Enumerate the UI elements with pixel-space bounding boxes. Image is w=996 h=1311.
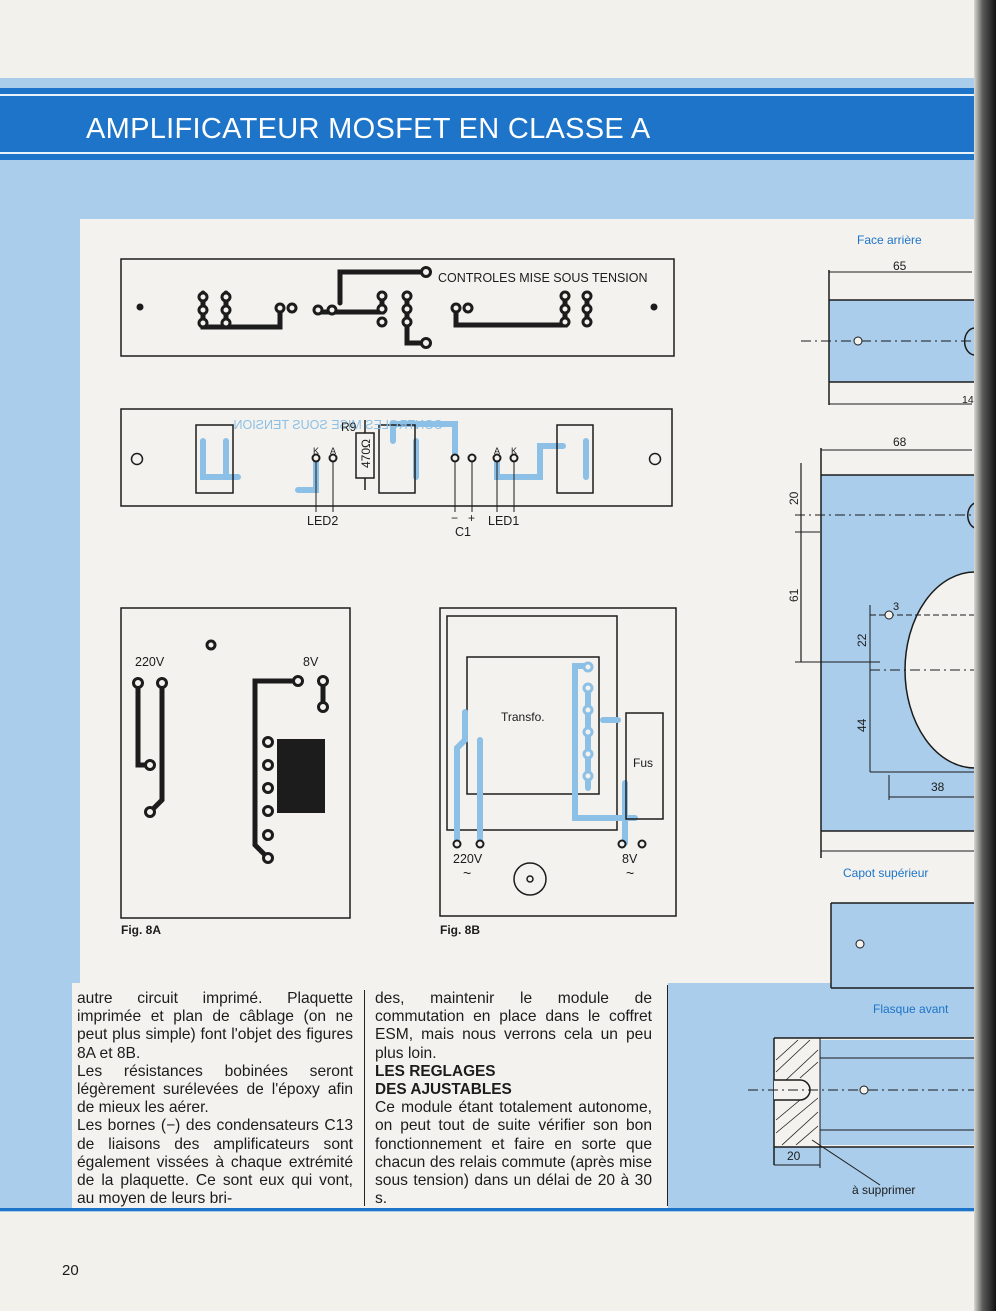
- r9-label: R9: [341, 420, 357, 434]
- page-title: AMPLIFICATEUR MOSFET EN CLASSE A: [86, 113, 651, 145]
- led1-k-label: K: [511, 446, 517, 456]
- paragraph: Ce module étant totalement autonome, on …: [375, 1099, 652, 1208]
- mirrored-board-label: CONTROLES MISE SOUS TENSION: [233, 418, 443, 432]
- fig-8a-top-board: [120, 258, 675, 357]
- fig-8b-caption: Fig. 8B: [440, 923, 480, 937]
- wiring-220v-label: 220V: [453, 852, 483, 866]
- dim-65: 65: [893, 259, 907, 273]
- led2-k-label: K: [313, 446, 319, 456]
- resistor-value-label: 470Ω: [359, 439, 373, 468]
- dim-38: 38: [931, 780, 945, 794]
- c1-minus-label: −: [451, 511, 458, 525]
- fig-8b-wiring: [439, 607, 677, 917]
- dim-61: 61: [787, 588, 801, 602]
- wiring-220v-ac: ~: [463, 865, 471, 881]
- column-divider: [364, 990, 365, 1206]
- paragraph: Les bornes (−) des condensateurs C13 de …: [77, 1117, 353, 1208]
- face-arriere-title: Face arrière: [857, 233, 922, 247]
- transfo-label: Transfo.: [501, 710, 545, 724]
- title-bar: [0, 88, 974, 160]
- capot-superieur-title: Capot supérieur: [843, 866, 928, 880]
- text-panel: [72, 983, 668, 1209]
- page-number: 20: [62, 1262, 79, 1279]
- article-column-left: autre circuit imprimé. Plaquette imprimé…: [77, 990, 353, 1208]
- fig-8a-bottom-board: [120, 408, 673, 512]
- dim-22: 22: [855, 633, 869, 647]
- led1-label: LED1: [488, 514, 519, 528]
- wiring-8v-ac: ~: [626, 865, 634, 881]
- section-heading: DES AJUSTABLES: [375, 1081, 512, 1099]
- dim-20b: 20: [787, 1149, 801, 1163]
- power-8v-label: 8V: [303, 655, 319, 669]
- paragraph: des, maintenir le module de commutation …: [375, 990, 652, 1062]
- fig-8a-power-board: [120, 607, 351, 919]
- c1-label: C1: [455, 525, 471, 539]
- section-heading: LES REGLAGES: [375, 1062, 496, 1080]
- led2-label: LED2: [307, 514, 338, 528]
- paragraph: Les résistances bobinées seront légèreme…: [77, 1062, 353, 1117]
- c1-plus-label: +: [468, 511, 475, 525]
- dim-68: 68: [893, 435, 907, 449]
- bottom-rule: [0, 1208, 996, 1211]
- side-drawings: [748, 270, 976, 1186]
- page-binding-shadow: [974, 0, 996, 1311]
- power-220v-label: 220V: [135, 655, 165, 669]
- flasque-avant-title: Flasque avant: [873, 1002, 949, 1016]
- fuse-label: Fus: [633, 756, 653, 770]
- top-board-label: CONTROLES MISE SOUS TENSION: [438, 271, 648, 285]
- led1-a-label: A: [494, 446, 500, 456]
- dim-3: 3: [893, 601, 899, 613]
- dim-14: 14: [962, 394, 974, 406]
- a-supprimer-label: à supprimer: [852, 1183, 915, 1197]
- fig-8a-caption: Fig. 8A: [121, 923, 161, 937]
- article-column-right: des, maintenir le module de commutation …: [375, 990, 652, 1208]
- column-border: [667, 985, 668, 1206]
- dim-20: 20: [787, 491, 801, 505]
- dim-44: 44: [855, 718, 869, 732]
- paragraph: autre circuit imprimé. Plaquette imprimé…: [77, 990, 353, 1062]
- led2-a-label: A: [330, 446, 336, 456]
- wiring-8v-label: 8V: [622, 852, 638, 866]
